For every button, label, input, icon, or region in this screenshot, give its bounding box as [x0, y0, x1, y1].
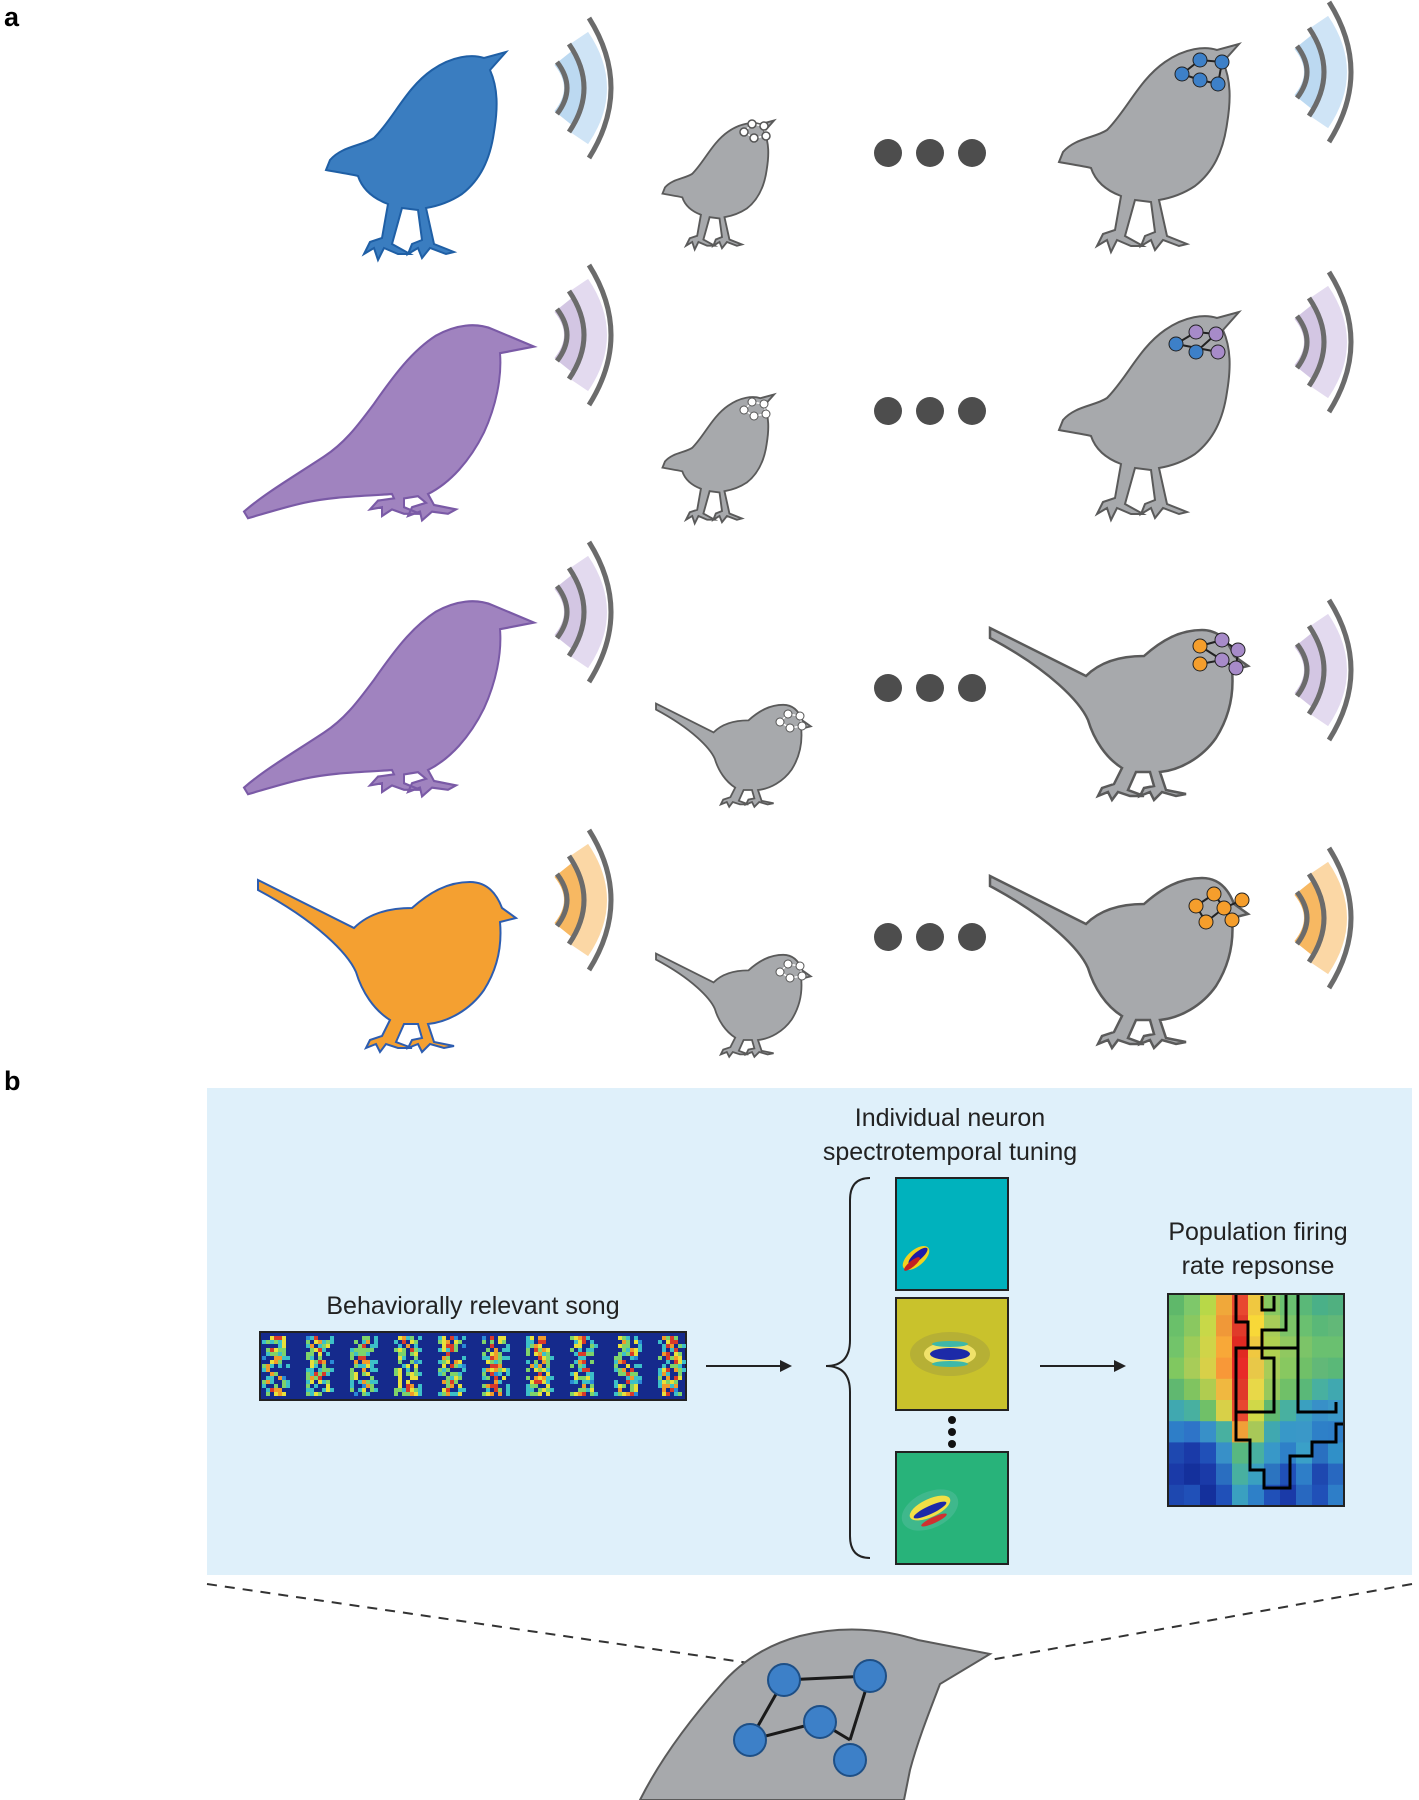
- zoom-line-right: [989, 1583, 1413, 1661]
- juvenile-bird: [655, 702, 812, 808]
- song-spectrogram: [259, 1331, 687, 1401]
- neural-network-icon: [775, 709, 807, 733]
- receptive-field-3: [895, 1451, 1009, 1565]
- sound-waves-icon: [554, 540, 614, 684]
- population-heatmap: [1167, 1293, 1345, 1507]
- tutor-bird-blue: [325, 51, 507, 261]
- panel-b: Behaviorally relevant song Individual ne…: [206, 1088, 1413, 1800]
- sound-waves-icon: [554, 16, 614, 160]
- neural-network-icon: [1192, 632, 1246, 676]
- contour-line: [1234, 1294, 1288, 1414]
- tuning-label-line2: spectrotemporal tuning: [823, 1138, 1077, 1166]
- neural-network-icon: [1188, 886, 1250, 930]
- juvenile-bird: [655, 952, 812, 1058]
- population-label-line2: rate repsonse: [1182, 1252, 1335, 1280]
- ellipsis-dots-icon: [874, 923, 986, 951]
- sound-waves-icon: [1294, 270, 1354, 414]
- sound-waves-icon: [1294, 846, 1354, 990]
- adult-bird: [1058, 43, 1240, 253]
- sound-waves-icon: [554, 263, 614, 407]
- sound-waves-icon: [1294, 598, 1354, 742]
- ellipsis-dots-icon: [874, 674, 986, 702]
- zoom-line-left: [206, 1583, 757, 1665]
- contour-line: [1234, 1412, 1344, 1490]
- adult-bird: [1058, 311, 1240, 521]
- row-3: [242, 540, 1354, 808]
- tutor-bird-purple: [242, 324, 536, 522]
- neural-network-icon: [1174, 52, 1230, 92]
- panel-b-label: b: [4, 1066, 21, 1096]
- row-1: [325, 0, 1354, 261]
- sound-waves-icon: [554, 828, 614, 972]
- bird-head-zoom: [638, 1628, 993, 1800]
- adult-bird: [988, 626, 1250, 802]
- curly-brace: [825, 1177, 871, 1559]
- contour-line: [1236, 1294, 1338, 1414]
- row-2: [242, 263, 1354, 525]
- vertical-ellipsis-icon: [948, 1416, 956, 1448]
- ellipsis-dots-icon: [874, 139, 986, 167]
- neural-network-icon: [739, 397, 771, 421]
- receptive-field-2: [895, 1297, 1009, 1411]
- neural-network-icon: [775, 959, 807, 983]
- ellipsis-dots-icon: [874, 397, 986, 425]
- tutor-bird-purple: [242, 600, 536, 798]
- receptive-field-1: [895, 1177, 1009, 1291]
- neural-network-icon: [739, 119, 771, 143]
- population-label-line1: Population firing: [1168, 1218, 1347, 1246]
- contour-line: [1260, 1296, 1276, 1312]
- panel-a-label: a: [4, 2, 20, 32]
- song-label: Behaviorally relevant song: [326, 1292, 619, 1320]
- neural-network-icon: [733, 1659, 887, 1777]
- sound-waves-icon: [1294, 0, 1354, 144]
- neural-network-icon: [1168, 324, 1226, 360]
- tutor-bird-orange: [257, 879, 517, 1053]
- tuning-label-line1: Individual neuron: [855, 1104, 1045, 1132]
- row-4: [257, 828, 1354, 1058]
- adult-bird: [988, 874, 1250, 1050]
- panel-a: [242, 0, 1354, 1058]
